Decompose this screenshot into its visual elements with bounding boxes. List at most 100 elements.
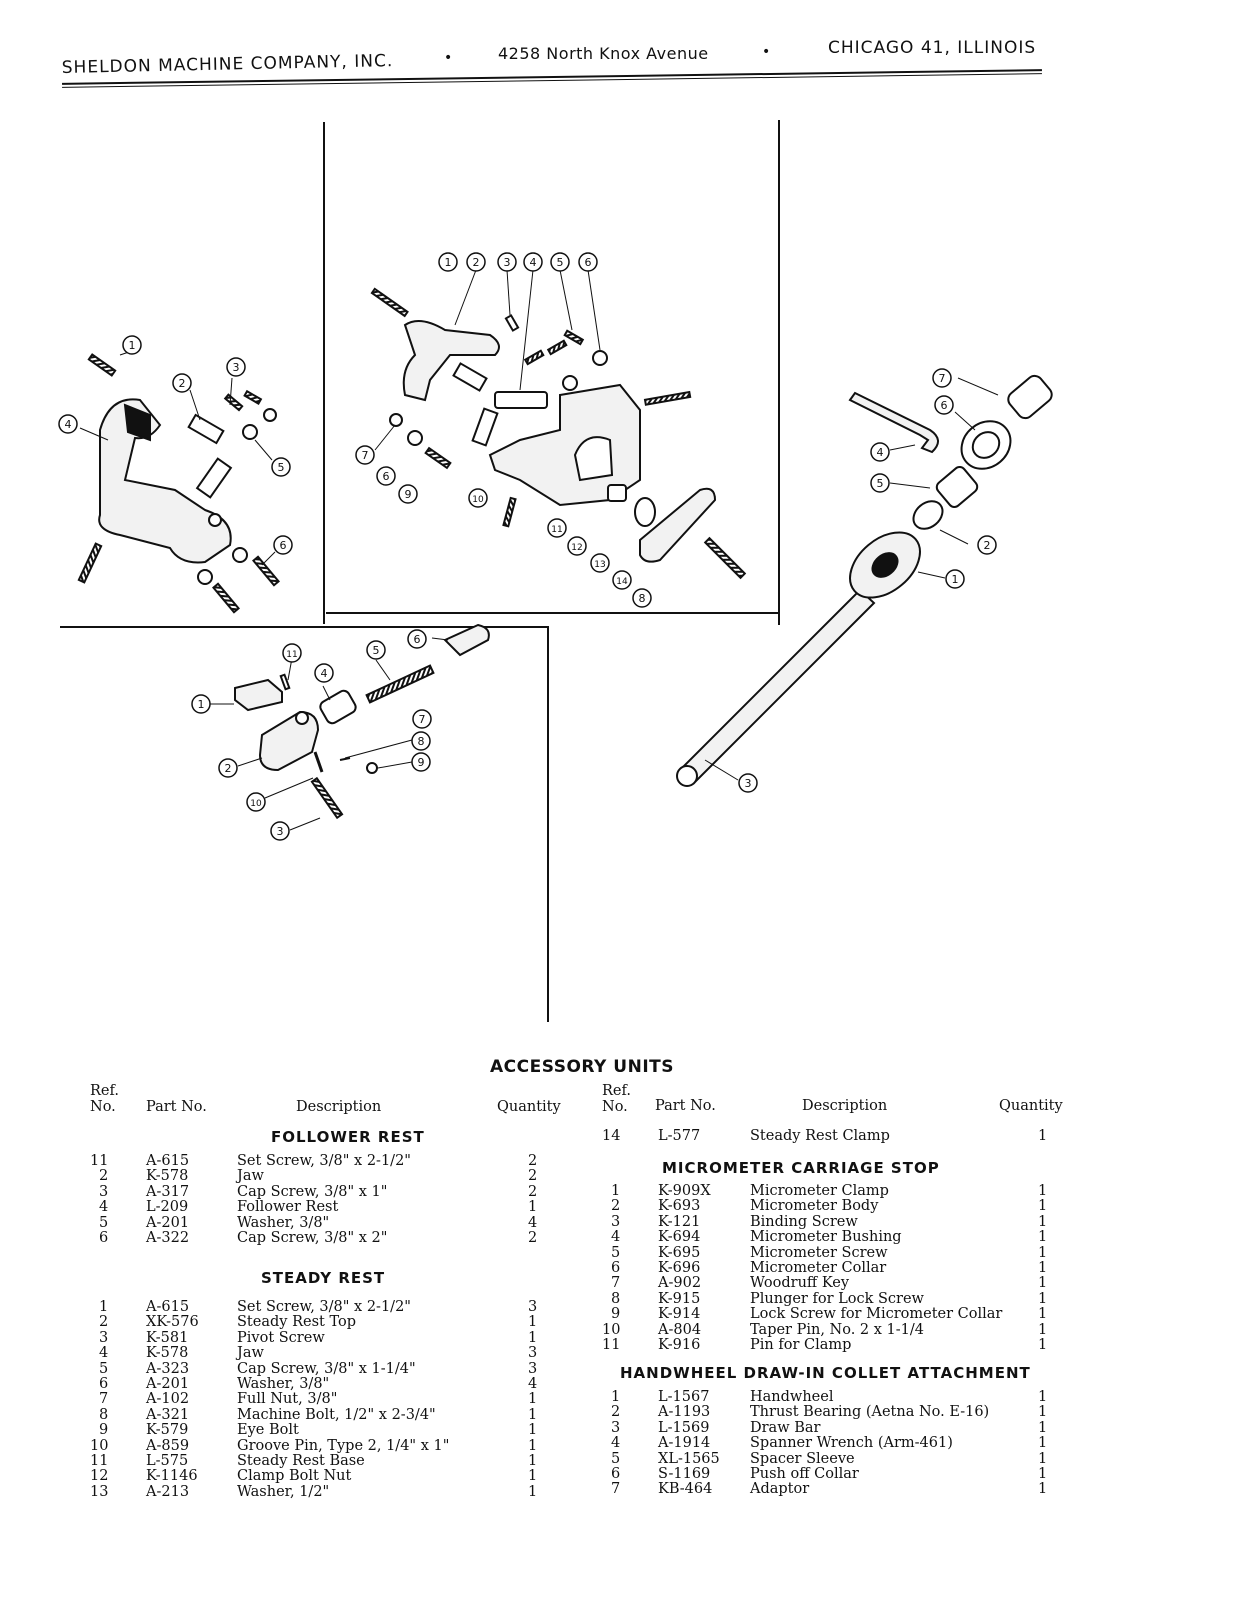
ref-cell: 3 (99, 1183, 109, 1200)
description-cell: Handwheel (750, 1389, 834, 1405)
part-no-cell: K-915 (658, 1290, 701, 1307)
col-ref-line1: Ref. (90, 1083, 119, 1099)
part-no-cell: L-575 (146, 1452, 189, 1469)
part-no-cell: K-578 (146, 1345, 189, 1362)
description-cell: Woodruff Key (750, 1275, 850, 1292)
svg-text:1: 1 (198, 698, 205, 711)
part-no-cell: KB-464 (658, 1481, 713, 1498)
part-no-cell: K-693 (658, 1198, 701, 1215)
svg-text:4: 4 (321, 667, 328, 680)
svg-text:7: 7 (419, 713, 426, 726)
section-title-steady-rest: STEADY REST (261, 1269, 386, 1287)
description-cell: Groove Pin, Type 2, 1/4" x 1" (237, 1437, 450, 1454)
part-no-cell: K-694 (658, 1229, 701, 1246)
description-cell: Washer, 3/8" (237, 1214, 330, 1231)
description-cell: Thrust Bearing (Aetna No. E-16) (750, 1404, 990, 1421)
ref-cell: 3 (611, 1213, 621, 1230)
ref-cell: 13 (90, 1483, 109, 1500)
ref-cell: 9 (99, 1422, 109, 1439)
ref-cell: 7 (611, 1275, 621, 1292)
col-description: Description (296, 1099, 382, 1115)
steady-rest-drawing (370, 269, 747, 580)
description-cell: Binding Screw (750, 1213, 858, 1230)
svg-text:3: 3 (233, 361, 240, 374)
part-no-cell: S-1169 (658, 1465, 711, 1482)
panel-divider (547, 626, 549, 1022)
quantity-cell: 1 (528, 1437, 538, 1454)
description-cell: Adaptor (750, 1481, 810, 1498)
quantity-cell: 1 (1038, 1290, 1048, 1307)
part-no-cell: K-909X (658, 1183, 711, 1199)
description-cell: Steady Rest Base (237, 1452, 365, 1469)
quantity-cell: 1 (1038, 1481, 1048, 1498)
part-no-cell: K-1146 (146, 1468, 198, 1485)
ref-cell: 7 (99, 1391, 109, 1408)
quantity-cell: 1 (1038, 1128, 1048, 1144)
part-no-cell: A-859 (146, 1437, 190, 1454)
part-no-cell: K-914 (658, 1306, 701, 1323)
description-cell: Set Screw, 3/8" x 2-1/2" (237, 1153, 411, 1169)
quantity-cell: 1 (528, 1452, 538, 1469)
quantity-cell: 2 (528, 1229, 538, 1246)
part-no-cell: L-1567 (658, 1389, 710, 1405)
ref-cell: 3 (611, 1419, 621, 1436)
quantity-cell: 1 (1038, 1306, 1048, 1323)
ref-cell: 1 (611, 1183, 621, 1199)
svg-text:12: 12 (571, 543, 582, 553)
follower-rest-drawing (77, 349, 280, 614)
section-title-micrometer-stop: MICROMETER CARRIAGE STOP (662, 1159, 940, 1177)
svg-text:11: 11 (551, 525, 562, 535)
description-cell: Lock Screw for Micrometer Collar (750, 1306, 1003, 1323)
svg-text:14: 14 (616, 577, 628, 587)
description-cell: Draw Bar (750, 1419, 821, 1436)
svg-text:13: 13 (594, 560, 605, 570)
description-cell: Spanner Wrench (Arm-461) (750, 1435, 953, 1452)
quantity-cell: 4 (528, 1375, 538, 1392)
svg-text:2: 2 (179, 377, 186, 390)
quantity-cell: 1 (528, 1483, 538, 1500)
svg-text:1: 1 (952, 573, 959, 586)
ref-cell: 11 (90, 1153, 109, 1169)
quantity-cell: 1 (1038, 1213, 1048, 1230)
svg-text:1: 1 (445, 256, 452, 269)
description-cell: Washer, 3/8" (237, 1375, 330, 1392)
panel-divider (326, 612, 780, 614)
ref-cell: 5 (611, 1450, 621, 1467)
quantity-cell: 1 (1038, 1336, 1048, 1353)
ref-cell: 6 (611, 1465, 621, 1482)
part-no-cell: XL-1565 (658, 1450, 720, 1467)
svg-text:5: 5 (557, 256, 564, 269)
svg-text:2: 2 (984, 539, 991, 552)
exploded-view-illustrations: 1 2 3 4 5 6 1 2 3 4 5 6 7 6 9 10 11 12 1… (58, 252, 1053, 841)
part-no-cell: A-102 (146, 1391, 190, 1408)
svg-text:6: 6 (585, 256, 592, 269)
part-no-cell: K-578 (146, 1168, 189, 1185)
section-title-handwheel: HANDWHEEL DRAW-IN COLLET ATTACHMENT (620, 1364, 1031, 1382)
svg-text:6: 6 (280, 539, 287, 552)
svg-text:6: 6 (383, 470, 390, 483)
ref-cell: 11 (602, 1336, 621, 1353)
part-no-cell: K-696 (658, 1259, 701, 1276)
description-cell: Push off Collar (750, 1465, 859, 1482)
company-address: 4258 North Knox Avenue (498, 44, 709, 63)
svg-text:3: 3 (504, 256, 511, 269)
svg-text:5: 5 (373, 644, 380, 657)
svg-text:10: 10 (250, 799, 262, 809)
col-ref-line2: No. (90, 1099, 116, 1115)
svg-text:4: 4 (65, 418, 72, 431)
part-no-cell: L-1569 (658, 1419, 710, 1436)
quantity-cell: 2 (528, 1168, 538, 1185)
ref-cell: 5 (611, 1244, 621, 1261)
description-cell: Micrometer Bushing (750, 1229, 902, 1246)
part-no-cell: A-323 (146, 1360, 190, 1377)
part-no-cell: A-213 (146, 1483, 190, 1500)
quantity-cell: 1 (1038, 1465, 1048, 1482)
part-no-cell: A-317 (146, 1183, 190, 1200)
quantity-cell: 1 (1038, 1321, 1048, 1338)
ref-cell: 4 (99, 1345, 109, 1362)
description-cell: Clamp Bolt Nut (237, 1468, 352, 1485)
quantity-cell: 1 (528, 1199, 538, 1216)
part-no-cell: K-695 (658, 1244, 701, 1261)
callout-bubbles: 1 2 3 4 5 6 1 2 3 4 5 6 7 6 9 10 11 12 1… (58, 252, 997, 841)
col-quantity: Quantity (497, 1099, 561, 1115)
